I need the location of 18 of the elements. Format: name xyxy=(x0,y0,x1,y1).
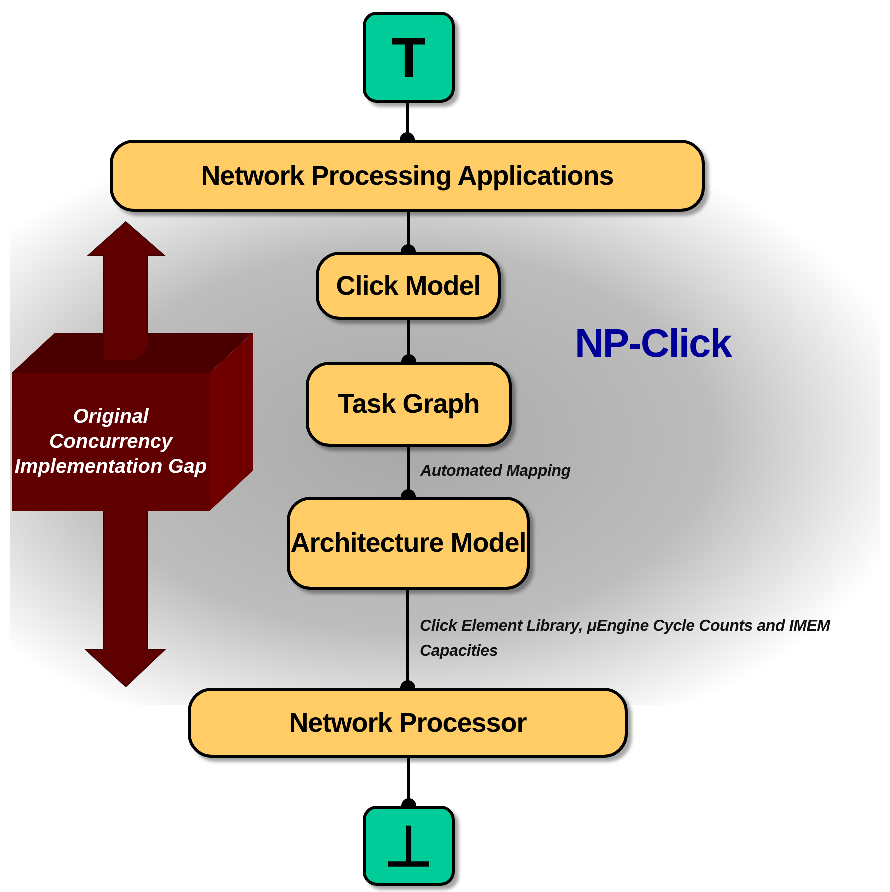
box-label: Click Model xyxy=(336,270,481,302)
box-label: Network Processing Applications xyxy=(201,160,614,192)
edge-label: Click Element Library, μEngine Cycle Counts and IMEM Capacities xyxy=(420,616,832,662)
gap-label: Original Concurrency Implementation Gap xyxy=(14,404,208,480)
terminal-box xyxy=(363,806,455,886)
process-box xyxy=(110,140,705,212)
region-label: NP-Click xyxy=(575,322,732,367)
box-label: Architecture Model xyxy=(290,527,526,560)
terminal-box xyxy=(363,12,455,103)
box-label: Task Graph xyxy=(338,388,480,421)
process-box xyxy=(287,497,530,590)
symbol-label: ⊥ xyxy=(384,814,434,878)
process-box xyxy=(316,252,501,320)
symbol-label: T xyxy=(392,25,426,90)
process-box xyxy=(188,688,628,758)
edge-label: Automated Mapping xyxy=(420,462,572,482)
process-box xyxy=(306,362,512,447)
box-label: Network Processor xyxy=(289,706,527,740)
